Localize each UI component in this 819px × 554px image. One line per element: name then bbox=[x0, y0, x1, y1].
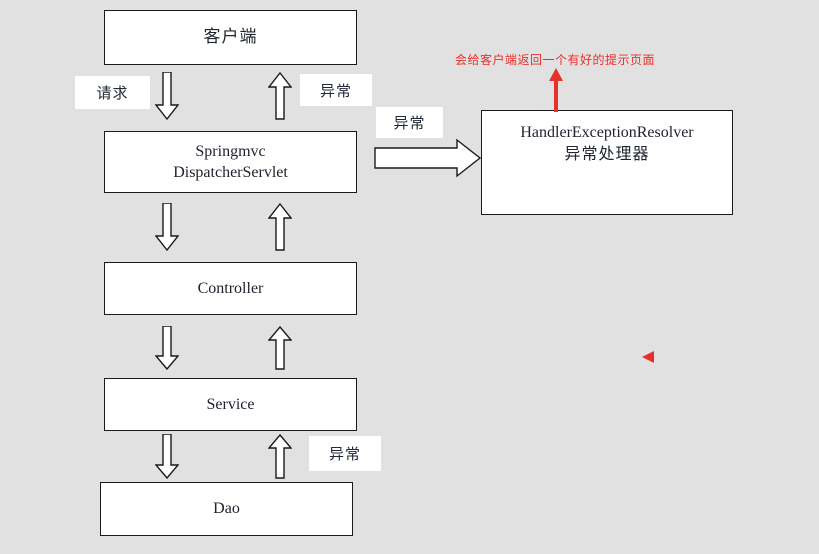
node-client-title: 客户端 bbox=[203, 27, 258, 48]
node-client[interactable]: 客户端 bbox=[104, 10, 357, 65]
node-handler-exception-resolver[interactable]: HandlerExceptionResolver 异常处理器 bbox=[481, 110, 733, 215]
node-service-title: Service bbox=[206, 395, 255, 413]
label-exception-middle: 异常 bbox=[376, 107, 443, 138]
label-request: 请求 bbox=[75, 76, 150, 109]
arrow-controller-to-servlet-up bbox=[268, 203, 292, 251]
arrow-controller-to-service-down bbox=[155, 326, 179, 370]
red-cursor-marker-icon bbox=[641, 350, 655, 364]
arrow-dao-to-service-up bbox=[268, 434, 292, 479]
node-service[interactable]: Service bbox=[104, 378, 357, 431]
annotation-text: 会给客户端返回一个有好的提示页面 bbox=[455, 53, 656, 67]
label-request-text: 请求 bbox=[96, 84, 129, 102]
node-dispatcher-servlet[interactable]: Springmvc DispatcherServlet bbox=[104, 131, 357, 193]
node-dao-title: Dao bbox=[213, 500, 240, 518]
arrow-servlet-to-controller-down bbox=[155, 203, 179, 251]
node-dispatcher-servlet-subtitle: DispatcherServlet bbox=[173, 164, 288, 181]
label-exception-top-text: 异常 bbox=[319, 81, 352, 100]
label-exception-top: 异常 bbox=[300, 74, 372, 106]
node-dao[interactable]: Dao bbox=[100, 482, 353, 536]
annotation-arrow-up-icon bbox=[546, 68, 566, 112]
arrow-service-to-dao-down bbox=[155, 434, 179, 479]
arrow-servlet-to-client-up bbox=[268, 72, 292, 120]
node-controller-title: Controller bbox=[197, 279, 264, 297]
label-exception-lower: 异常 bbox=[309, 436, 381, 471]
arrow-client-to-servlet-down bbox=[155, 72, 179, 120]
node-handler-exception-resolver-title: HandlerExceptionResolver bbox=[520, 124, 694, 141]
node-handler-exception-resolver-subtitle: 异常处理器 bbox=[564, 144, 650, 164]
arrow-servlet-to-resolver-right bbox=[374, 138, 482, 178]
node-controller[interactable]: Controller bbox=[104, 262, 357, 315]
label-exception-middle-text: 异常 bbox=[393, 114, 426, 132]
label-exception-lower-text: 异常 bbox=[328, 445, 361, 463]
arrow-service-to-controller-up bbox=[268, 326, 292, 370]
node-dispatcher-servlet-title: Springmvc bbox=[195, 142, 266, 160]
